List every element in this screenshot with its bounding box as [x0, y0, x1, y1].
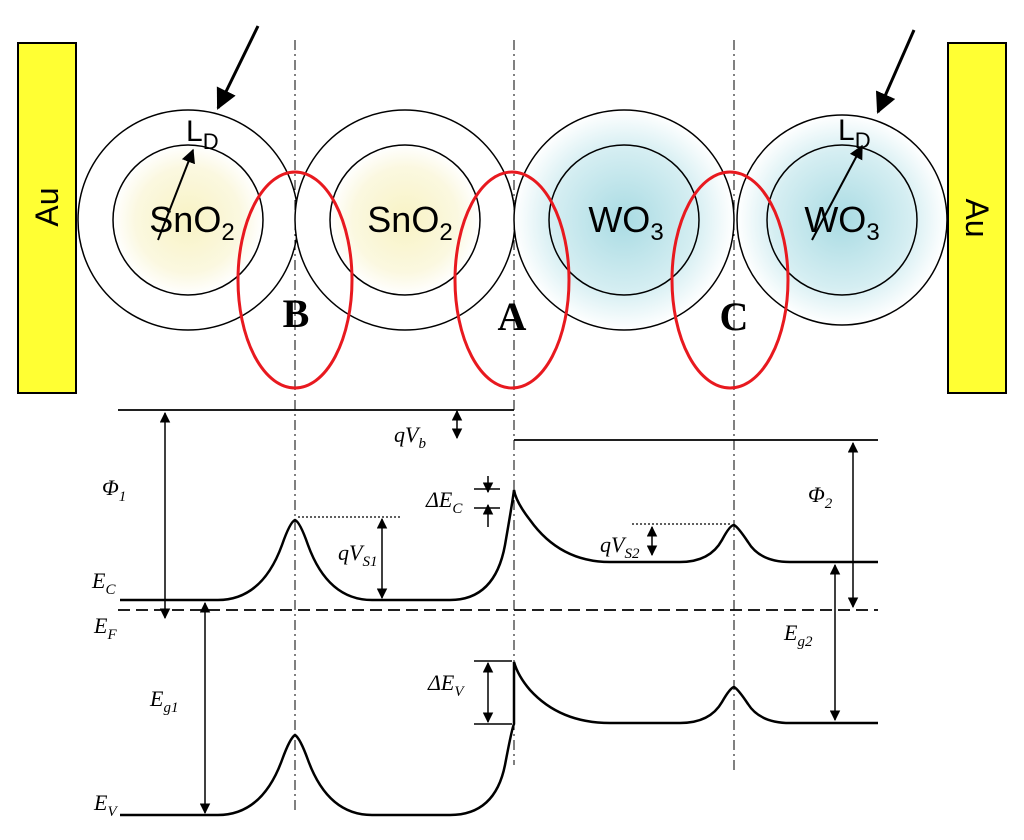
grain-sno2-1: SnO2 — [77, 109, 299, 331]
left-electrode-label: Au — [29, 187, 65, 226]
right-electrode-label: Au — [959, 198, 995, 237]
dotted-reference-lines — [298, 516, 732, 525]
boundary-a: A — [453, 170, 571, 390]
phi1-label: Φ1 — [102, 475, 126, 505]
debye-length-label-left: LD — [186, 115, 219, 154]
conduction-band — [120, 489, 878, 602]
energy-labels: Φ1 qVb qVS1 ΔEC qVS2 Φ2 EC EF EV Eg1 ΔEV… — [91, 422, 833, 820]
grain-wo3-1: WO3 — [513, 109, 735, 331]
ev-label: EV — [93, 790, 118, 820]
grain-wo3-2: WO3 — [736, 114, 948, 326]
phi2-label: Φ2 — [808, 482, 833, 512]
incident-arrow-left: LD — [157, 25, 260, 241]
boundary-c: C — [670, 170, 790, 390]
debye-length-label-right: LD — [838, 114, 871, 153]
qvs1-label: qVS1 — [338, 540, 377, 570]
dimension-arrows — [159, 409, 859, 815]
boundary-lines — [294, 40, 735, 812]
eg1-label: Eg1 — [149, 686, 178, 716]
grain-label: SnO2 — [367, 199, 452, 246]
left-electrode: Au — [17, 42, 77, 394]
band-curves — [118, 409, 878, 817]
right-electrode: Au — [947, 42, 1007, 394]
delta-ec-label: ΔEC — [425, 487, 463, 517]
boundary-c-label: C — [720, 294, 749, 339]
valence-band — [120, 661, 878, 817]
eg2-label: Eg2 — [783, 620, 813, 650]
boundary-a-label: A — [498, 294, 527, 339]
boundary-b: B — [236, 170, 354, 390]
boundary-b-label: B — [283, 291, 310, 336]
ec-label: EC — [91, 568, 116, 598]
qvs2-label: qVS2 — [600, 532, 640, 562]
ef-label: EF — [93, 613, 117, 643]
delta-ev-label: ΔEV — [427, 670, 465, 700]
incident-arrow-right: LD — [811, 29, 916, 241]
grain-label: WO3 — [588, 199, 663, 246]
grain-sno2-2: SnO2 — [294, 109, 516, 331]
grain-label: WO3 — [804, 199, 879, 246]
qvb-label: qVb — [394, 422, 426, 452]
